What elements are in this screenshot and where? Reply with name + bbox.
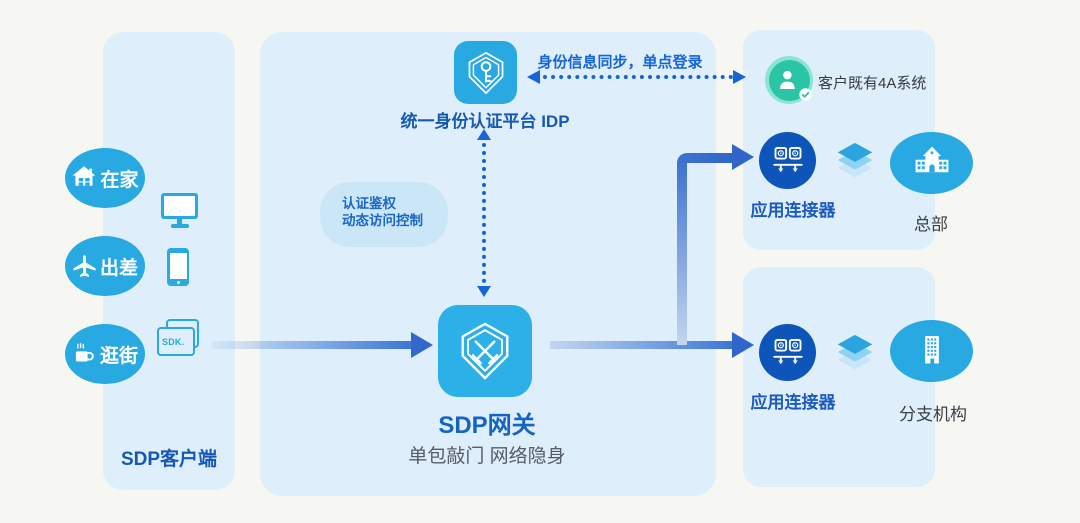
auth-bubble-line2: 动态访问控制 xyxy=(342,213,423,228)
gateway-shield-icon xyxy=(438,305,532,397)
client-to-gateway-arrow-line xyxy=(212,341,411,349)
branch-up-arrow-vertical-line xyxy=(677,162,687,345)
gateway-title: SDP网关 xyxy=(438,412,536,439)
sdk-badge-text: SDK. xyxy=(162,336,185,347)
branch-panel xyxy=(743,267,935,487)
sdp-platform-panel xyxy=(260,32,716,496)
sdk-icon: SDK. xyxy=(157,319,199,356)
branch-building-icon xyxy=(890,320,973,382)
gateway-subtitle: 单包敲门 网络隐身 xyxy=(408,446,566,467)
dotted-arrowhead-up-icon xyxy=(477,129,491,140)
auth-bubble: 认证鉴权 动态访问控制 xyxy=(320,182,448,247)
monitor-icon xyxy=(161,193,198,230)
dotted-arrowhead-down-icon xyxy=(477,286,491,297)
phone-icon xyxy=(167,248,189,286)
branch-up-arrow-horizontal-line xyxy=(677,153,733,163)
idp-label: 统一身份认证平台 IDP xyxy=(400,112,570,131)
hq-connector-label: 应用连接器 xyxy=(750,201,836,220)
headquarters-building-icon xyxy=(890,132,973,194)
sync-arrow-label: 身份信息同步，单点登录 xyxy=(537,54,703,71)
branch-site-label: 分支机构 xyxy=(899,405,967,424)
idp-gateway-dotted-line xyxy=(482,143,486,283)
layers-icon xyxy=(837,334,873,370)
dotted-arrowhead-left-icon xyxy=(527,70,540,84)
scene-business-trip: 出差 xyxy=(65,236,145,296)
branch-connector-label: 应用连接器 xyxy=(750,393,836,412)
scene-shopping: 逛街 xyxy=(65,324,145,384)
check-badge-icon xyxy=(799,88,812,101)
coffee-icon xyxy=(75,342,94,362)
scene-label: 在家 xyxy=(100,169,139,191)
idp-4a-dotted-line xyxy=(543,75,733,79)
scene-at-home: 在家 xyxy=(65,148,145,208)
hq-site-label: 总部 xyxy=(914,215,948,234)
dotted-arrowhead-right-icon xyxy=(733,70,746,84)
client-panel-title: SDP客户端 xyxy=(120,449,218,470)
app-connector-icon xyxy=(759,132,816,189)
external-4a-label: 客户既有4A系统 xyxy=(818,75,927,92)
app-connector-icon xyxy=(759,324,816,381)
auth-bubble-line1: 认证鉴权 xyxy=(342,196,396,211)
gateway-to-branch-arrow-line xyxy=(550,341,734,349)
scene-label: 出差 xyxy=(99,257,138,279)
home-icon xyxy=(73,166,96,186)
plane-icon xyxy=(73,254,96,277)
layers-icon xyxy=(837,142,873,178)
client-to-gateway-arrowhead-icon xyxy=(411,332,433,358)
idp-shield-icon xyxy=(454,41,517,104)
scene-label: 逛街 xyxy=(99,345,138,367)
user-check-icon xyxy=(765,56,813,104)
gateway-to-branch-arrowhead-icon xyxy=(732,332,754,358)
gateway-to-hq-arrowhead-icon xyxy=(732,144,754,170)
